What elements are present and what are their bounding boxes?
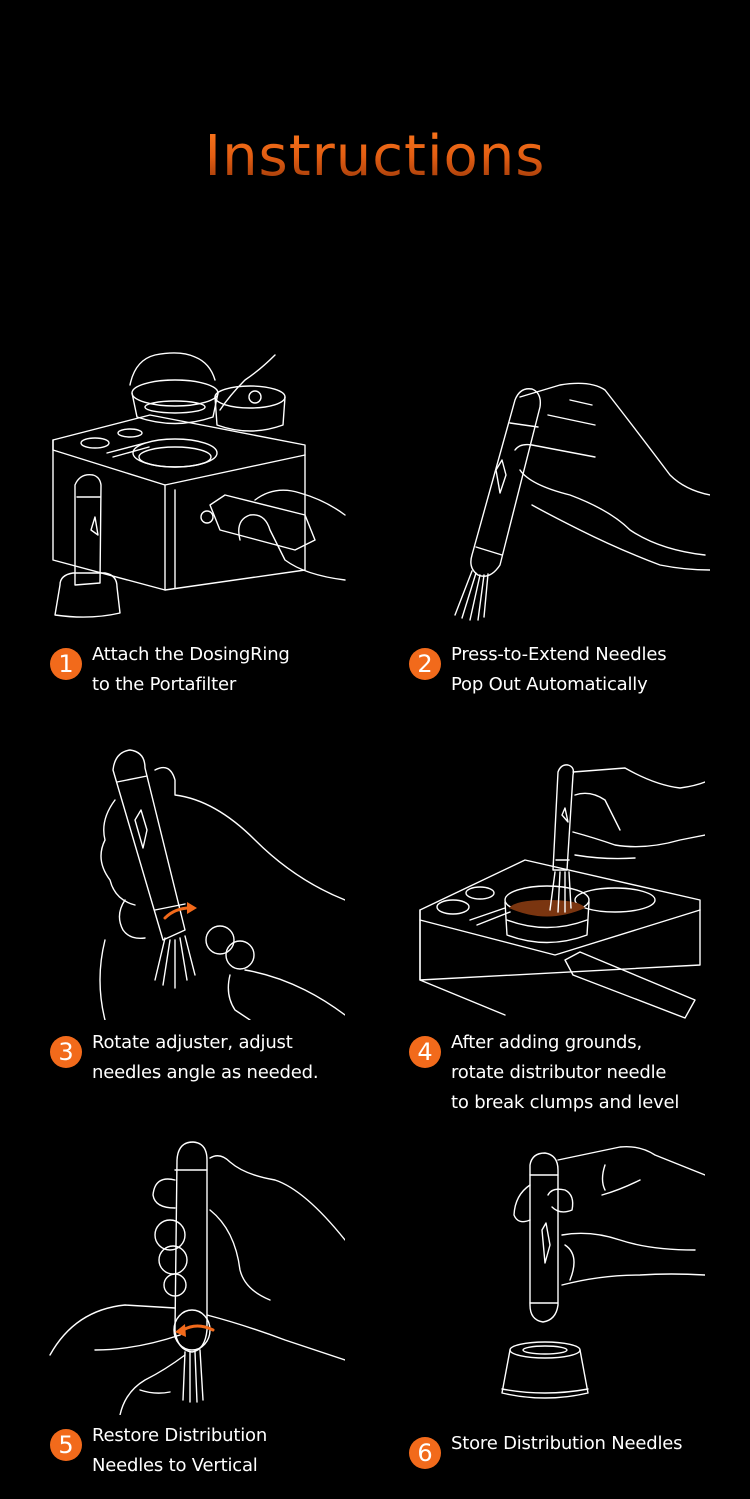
dosing-station-icon bbox=[52, 352, 346, 618]
step-number-badge: 3 bbox=[50, 1036, 82, 1068]
step-5: 5 Restore Distribution Needles to Vertic… bbox=[50, 1421, 267, 1481]
distributor-in-coffee-icon bbox=[419, 764, 705, 1019]
step-1: 1 Attach the DosingRing to the Portafilt… bbox=[50, 640, 290, 700]
page-title: Instructions bbox=[0, 124, 750, 189]
step-caption: After adding grounds, rotate distributor… bbox=[451, 1032, 680, 1113]
step-2-illustration bbox=[420, 375, 710, 625]
step-6: 6 Store Distribution Needles bbox=[409, 1429, 683, 1469]
step-number-badge: 1 bbox=[50, 648, 82, 680]
step-number-badge: 6 bbox=[409, 1437, 441, 1469]
step-number-badge: 2 bbox=[409, 648, 441, 680]
step-caption: Store Distribution Needles bbox=[451, 1433, 683, 1454]
step-caption: Restore Distribution Needles to Vertical bbox=[92, 1425, 268, 1476]
step-3-illustration bbox=[75, 740, 345, 1020]
step-3: 3 Rotate adjuster, adjust needles angle … bbox=[50, 1028, 319, 1088]
step-caption: Attach the DosingRing to the Portafilter bbox=[92, 644, 290, 695]
step-6-illustration bbox=[490, 1135, 705, 1410]
step-number-badge: 4 bbox=[409, 1036, 441, 1068]
hands-restoring-needles-icon bbox=[49, 1141, 345, 1415]
step-caption: Rotate adjuster, adjust needles angle as… bbox=[92, 1032, 319, 1083]
step-number-badge: 5 bbox=[50, 1429, 82, 1461]
hand-pressing-pen-icon bbox=[454, 382, 710, 621]
step-4-illustration bbox=[415, 760, 705, 1020]
pen-into-stand-icon bbox=[501, 1145, 705, 1399]
step-5-illustration bbox=[45, 1130, 345, 1415]
hands-rotating-adjuster-icon bbox=[99, 749, 345, 1020]
step-2: 2 Press-to-Extend Needles Pop Out Automa… bbox=[409, 640, 667, 700]
step-1-illustration bbox=[45, 345, 355, 625]
step-4: 4 After adding grounds, rotate distribut… bbox=[409, 1028, 679, 1118]
step-caption: Press-to-Extend Needles Pop Out Automati… bbox=[451, 644, 667, 695]
